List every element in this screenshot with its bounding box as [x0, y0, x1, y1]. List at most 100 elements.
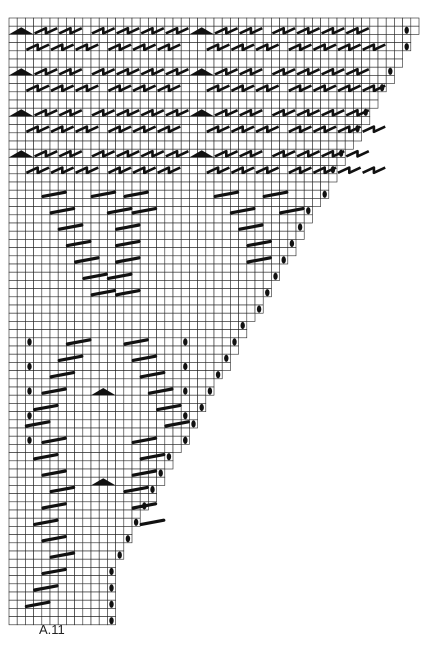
- grid-cell: [131, 173, 141, 183]
- grid-cell: [8, 468, 18, 478]
- grid-cell: [246, 91, 256, 101]
- grid-cell: [82, 591, 92, 601]
- grid-cell: [221, 288, 231, 298]
- grid-cell: [328, 157, 338, 166]
- grid-cell: [82, 542, 92, 552]
- grid-cell: [139, 345, 149, 355]
- yarn-over-oval: [355, 125, 360, 133]
- grid-cell: [16, 517, 26, 527]
- grid-cell: [8, 345, 18, 355]
- grid-cell: [49, 558, 59, 568]
- grid-cell: [16, 91, 26, 101]
- grid-cell: [82, 378, 92, 388]
- grid-cell: [180, 42, 190, 52]
- grid-cell: [115, 132, 125, 142]
- grid-cell: [33, 247, 43, 257]
- grid-cell: [16, 468, 26, 478]
- grid-cell: [271, 206, 280, 216]
- grid-cell: [353, 17, 362, 27]
- grid-cell: [164, 206, 174, 216]
- grid-cell: [164, 304, 174, 314]
- grid-cell: [303, 181, 313, 191]
- grid-cell: [205, 263, 215, 273]
- zigzag-symbol: [140, 26, 165, 35]
- grid-cell: [90, 247, 100, 257]
- grid-cell: [74, 591, 84, 601]
- grid-cell: [394, 17, 403, 27]
- grid-cell: [82, 321, 92, 330]
- grid-cell: [402, 17, 412, 27]
- grid-cell: [66, 214, 75, 224]
- grid-cell: [107, 181, 116, 191]
- grid-cell: [189, 75, 198, 84]
- grid-cell: [98, 460, 108, 470]
- grid-cell: [25, 550, 34, 560]
- grid-cell: [254, 17, 264, 27]
- grid-cell: [107, 17, 116, 27]
- grid-cell: [98, 280, 108, 289]
- grid-cell: [25, 157, 34, 166]
- grid-cell: [33, 50, 43, 60]
- grid-cell: [90, 583, 100, 593]
- grid-cell: [230, 255, 239, 265]
- grid-cell: [66, 181, 75, 191]
- grid-cell: [246, 132, 256, 142]
- grid-cell: [41, 444, 51, 453]
- grid-cell: [287, 17, 297, 27]
- grid-cell: [262, 140, 272, 150]
- grid-cell: [164, 99, 174, 109]
- grid-cell: [172, 222, 182, 232]
- zigzag-symbol: [271, 108, 296, 117]
- grid-cell: [213, 312, 223, 322]
- grid-cell: [74, 99, 84, 109]
- grid-cell: [33, 534, 43, 544]
- grid-cell: [287, 50, 297, 60]
- grid-cell: [221, 230, 231, 240]
- grid-cell: [197, 378, 207, 388]
- grid-cell: [262, 132, 272, 142]
- grid-cell: [107, 575, 116, 585]
- grid-cell: [205, 50, 215, 60]
- grid-cell: [123, 304, 133, 314]
- grid-cell: [213, 345, 223, 355]
- grid-cell: [139, 444, 149, 453]
- grid-cell: [16, 132, 26, 142]
- grid-cell: [98, 337, 108, 347]
- grid-cell: [98, 58, 108, 68]
- grid-cell: [74, 403, 84, 412]
- grid-cell: [156, 34, 166, 43]
- grid-cell: [180, 214, 190, 224]
- grid-cell: [82, 575, 92, 585]
- grid-cell: [41, 173, 51, 183]
- grid-cell: [156, 239, 166, 248]
- grid-cell: [197, 362, 207, 371]
- grid-cell: [156, 411, 166, 421]
- grid-cell: [336, 17, 346, 27]
- grid-cell: [213, 91, 223, 101]
- grid-cell: [49, 509, 59, 519]
- grid-cell: [82, 296, 92, 306]
- grid-cell: [230, 58, 239, 68]
- grid-cell: [139, 493, 149, 503]
- grid-cell: [287, 91, 297, 101]
- zigzag-symbol: [214, 108, 239, 117]
- grid-cell: [41, 140, 51, 150]
- yarn-over-oval: [166, 453, 172, 461]
- grid-cell: [33, 230, 43, 240]
- grid-cell: [320, 50, 330, 60]
- grid-cell: [139, 460, 149, 470]
- grid-cell: [238, 296, 248, 306]
- grid-cell: [66, 599, 75, 609]
- grid-cell: [25, 239, 34, 248]
- grid-cell: [172, 435, 182, 445]
- grid-cell: [246, 173, 256, 183]
- grid-cell: [107, 132, 116, 142]
- grid-cell: [287, 58, 297, 68]
- grid-cell: [107, 608, 116, 617]
- grid-cell: [189, 165, 198, 175]
- slanted-decrease-bar: [114, 223, 141, 231]
- grid-cell: [82, 107, 92, 117]
- grid-cell: [172, 214, 182, 224]
- grid-cell: [156, 329, 166, 339]
